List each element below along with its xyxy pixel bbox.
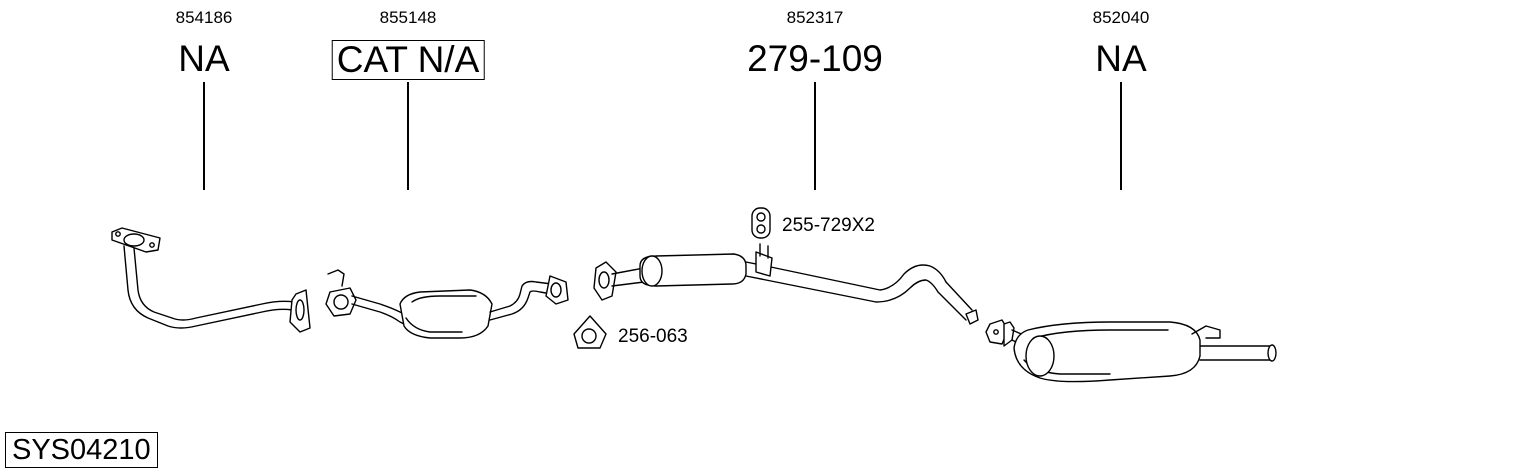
part-ref-852040: 852040 (1092, 8, 1150, 27)
part-ref-852317: 852317 (786, 8, 844, 27)
rubber-hanger-icon[interactable] (752, 208, 770, 238)
leader-line-front-pipe (203, 82, 205, 190)
leader-line-rear-silencer (1120, 82, 1122, 190)
catalyst-drawing[interactable] (326, 270, 568, 338)
gasket-icon[interactable] (574, 316, 606, 348)
part-code-front-pipe[interactable]: NA (178, 38, 230, 79)
leader-line-middle-silencer (814, 82, 816, 190)
part-ref-854186: 854186 (175, 8, 233, 27)
part-code-middle-silencer[interactable]: 279-109 (747, 38, 883, 79)
front-pipe-drawing[interactable] (112, 228, 310, 332)
system-code-badge: SYS04210 (5, 432, 158, 468)
part-code-rear-silencer[interactable]: NA (1095, 38, 1147, 79)
gasket-part-code[interactable]: 256-063 (618, 326, 688, 347)
hanger-part-code[interactable]: 255-729X2 (782, 215, 875, 236)
leader-line-catalyst (407, 82, 409, 190)
part-code-catalyst[interactable]: CAT N/A (331, 40, 485, 80)
rear-silencer-drawing[interactable] (986, 320, 1276, 382)
middle-silencer-drawing[interactable] (594, 244, 978, 324)
part-ref-855148: 855148 (379, 8, 437, 27)
